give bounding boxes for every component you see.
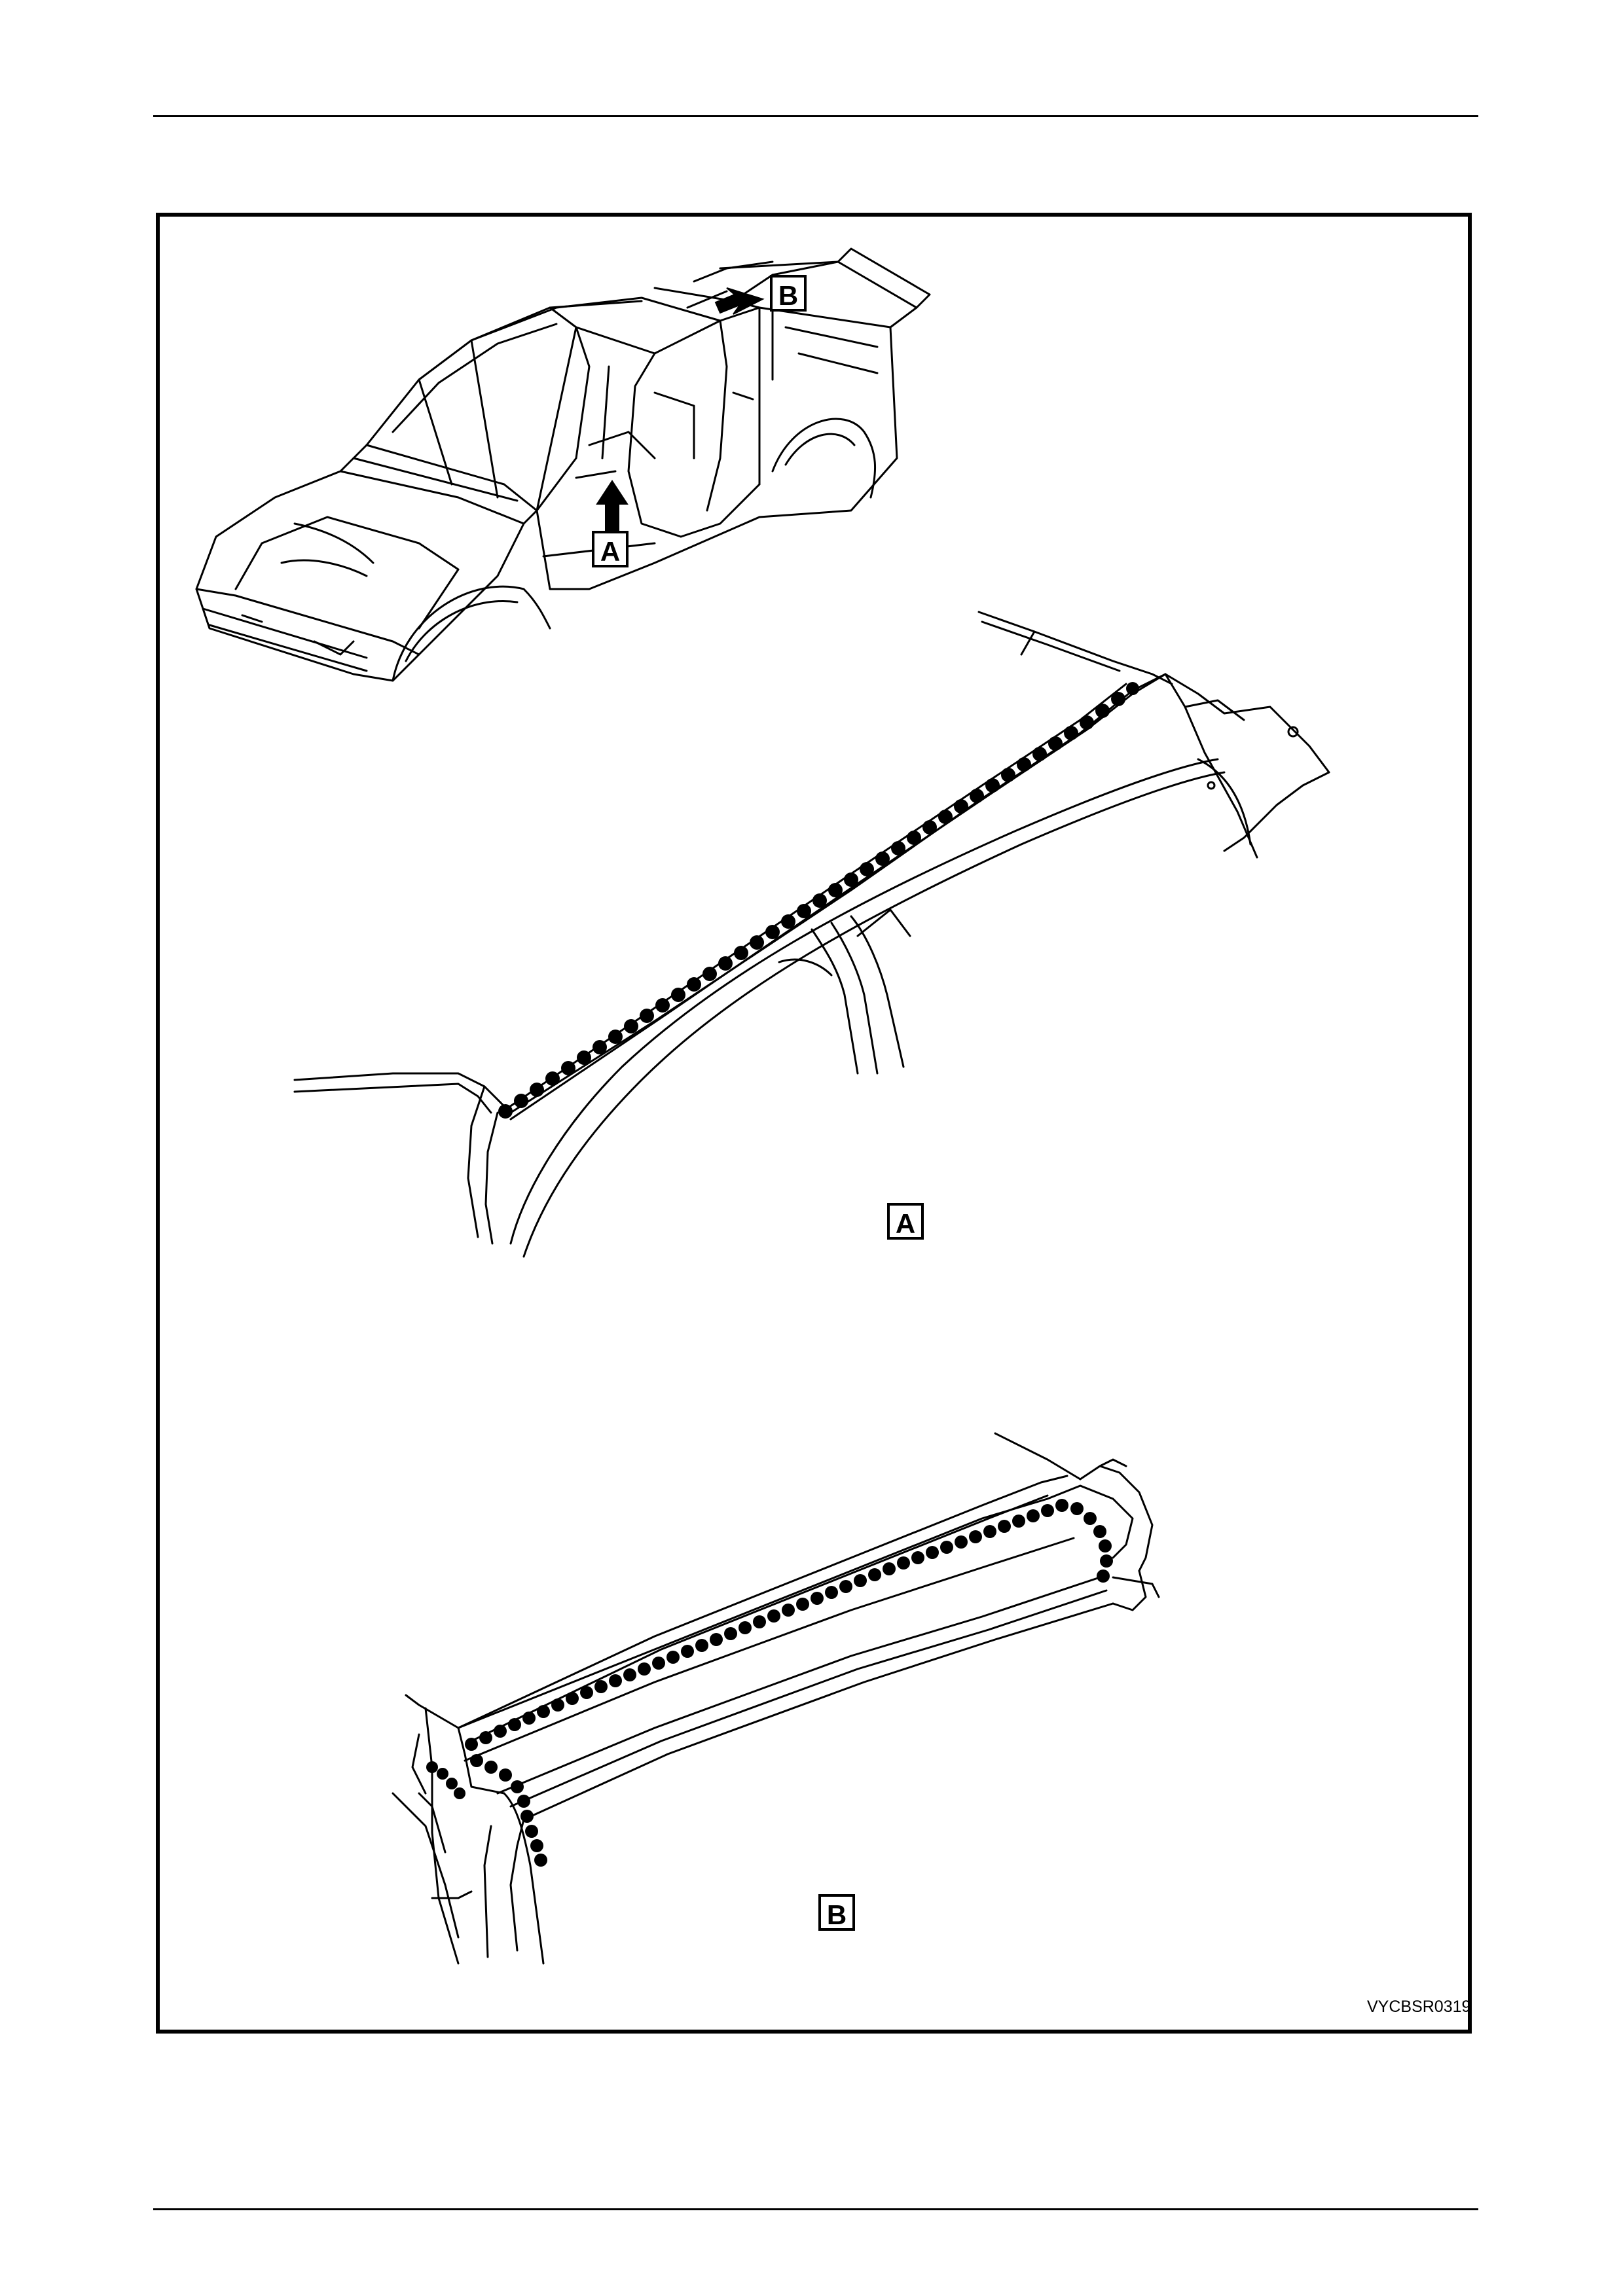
callout-view-b: B xyxy=(818,1894,855,1931)
vehicle-body-overview xyxy=(196,249,930,681)
callout-overview-b: B xyxy=(770,275,807,312)
callout-view-a: A xyxy=(887,1203,924,1240)
arrow-a-icon xyxy=(597,481,627,530)
view-b-sealer-bead xyxy=(426,1499,1113,1867)
callout-overview-a: A xyxy=(592,531,629,567)
view-a-sealer-bead xyxy=(498,682,1139,1119)
figure-id-label: VYCBSR0319 xyxy=(1367,1998,1470,2017)
view-a-roof-rail xyxy=(295,612,1329,1257)
